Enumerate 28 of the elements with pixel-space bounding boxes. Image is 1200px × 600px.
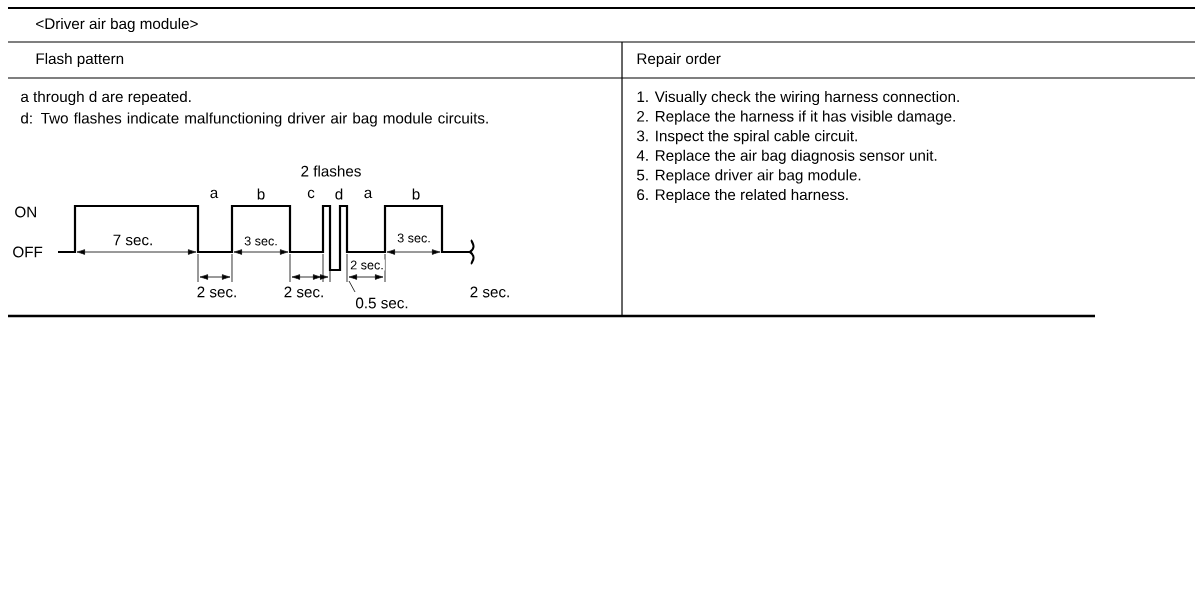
waveform-label: a bbox=[364, 189, 373, 199]
state-label: ON bbox=[15, 206, 36, 218]
waveform-label: c bbox=[307, 189, 315, 199]
state-label: OFF bbox=[13, 246, 43, 258]
list-item: 3. Inspect the spiral cable circuit. bbox=[636, 130, 857, 145]
list-item: 1. Visually check the wiring harness connection. bbox=[637, 90, 959, 106]
table-title: <Driver air bag module> bbox=[36, 17, 198, 33]
dimension-label: 7 sec. bbox=[111, 233, 155, 247]
waveform-label: b bbox=[257, 188, 265, 200]
waveform-label: a bbox=[210, 189, 219, 199]
list-item: 5. Replace driver air bag module. bbox=[637, 169, 861, 184]
waveform-label: b bbox=[412, 188, 420, 200]
list-item: 2. Replace the harness if it has visible damage. bbox=[637, 110, 955, 125]
dimension-label: 2 sec. bbox=[197, 286, 236, 298]
dimension-label: 2 sec. bbox=[349, 259, 385, 271]
dimension-label: 2 sec. bbox=[284, 286, 323, 298]
note-text: a through d are repeated. bbox=[21, 90, 191, 106]
dimension-label: 3 sec. bbox=[396, 232, 432, 244]
dimension-label: 0.5 sec. bbox=[356, 297, 408, 309]
list-item: 6. Replace the related harness. bbox=[637, 188, 848, 204]
dimension-label: 2 sec. bbox=[470, 286, 509, 298]
note-text: d: Two flashes indicate malfunctioning driver air bag module circuits. bbox=[21, 112, 488, 127]
waveform-label: d bbox=[335, 188, 343, 200]
list-item: 4. Replace the air bag diagnosis sensor unit. bbox=[636, 149, 937, 164]
dimension-label: 3 sec. bbox=[243, 235, 279, 247]
column-heading: Flash pattern bbox=[36, 52, 124, 68]
column-heading: Repair order bbox=[637, 52, 721, 68]
waveform-label: 2 flashes bbox=[301, 165, 361, 177]
